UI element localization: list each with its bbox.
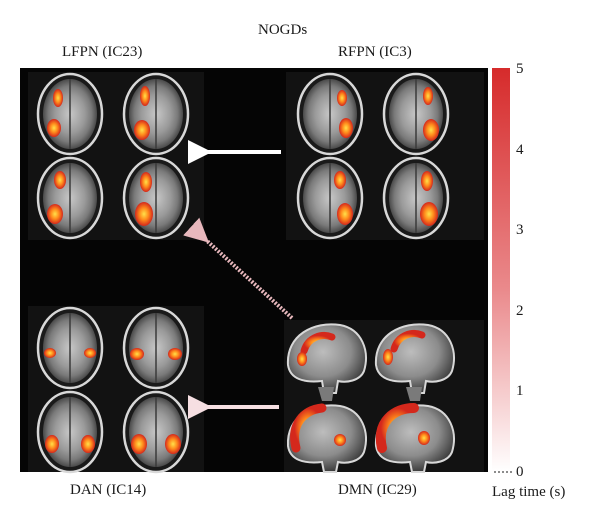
colorbar-label: Lag time (s) (492, 484, 566, 500)
panel-lfpn (28, 72, 204, 240)
rfpn-label: RFPN (IC3) (338, 44, 412, 60)
colorbar-tick: 4 (516, 142, 524, 158)
colorbar-tick: 2 (516, 303, 524, 319)
panel-dmn (284, 320, 484, 473)
panel-dan (28, 306, 204, 474)
panel-rfpn (286, 72, 484, 240)
colorbar-tick: 5 (516, 61, 524, 77)
colorbar-gradient (492, 68, 510, 472)
dan-label: DAN (IC14) (70, 482, 147, 498)
figure-title: NOGDs (258, 22, 308, 38)
dmn-label: DMN (IC29) (338, 482, 417, 498)
arrow-dmn-to-lfpn (183, 217, 294, 320)
colorbar-tick: 3 (516, 222, 524, 238)
colorbar-tick: 1 (516, 383, 524, 399)
colorbar-tick: 0 (516, 464, 524, 480)
colorbar: 5 4 3 2 1 0 (492, 61, 524, 480)
lfpn-label: LFPN (IC23) (62, 44, 143, 60)
